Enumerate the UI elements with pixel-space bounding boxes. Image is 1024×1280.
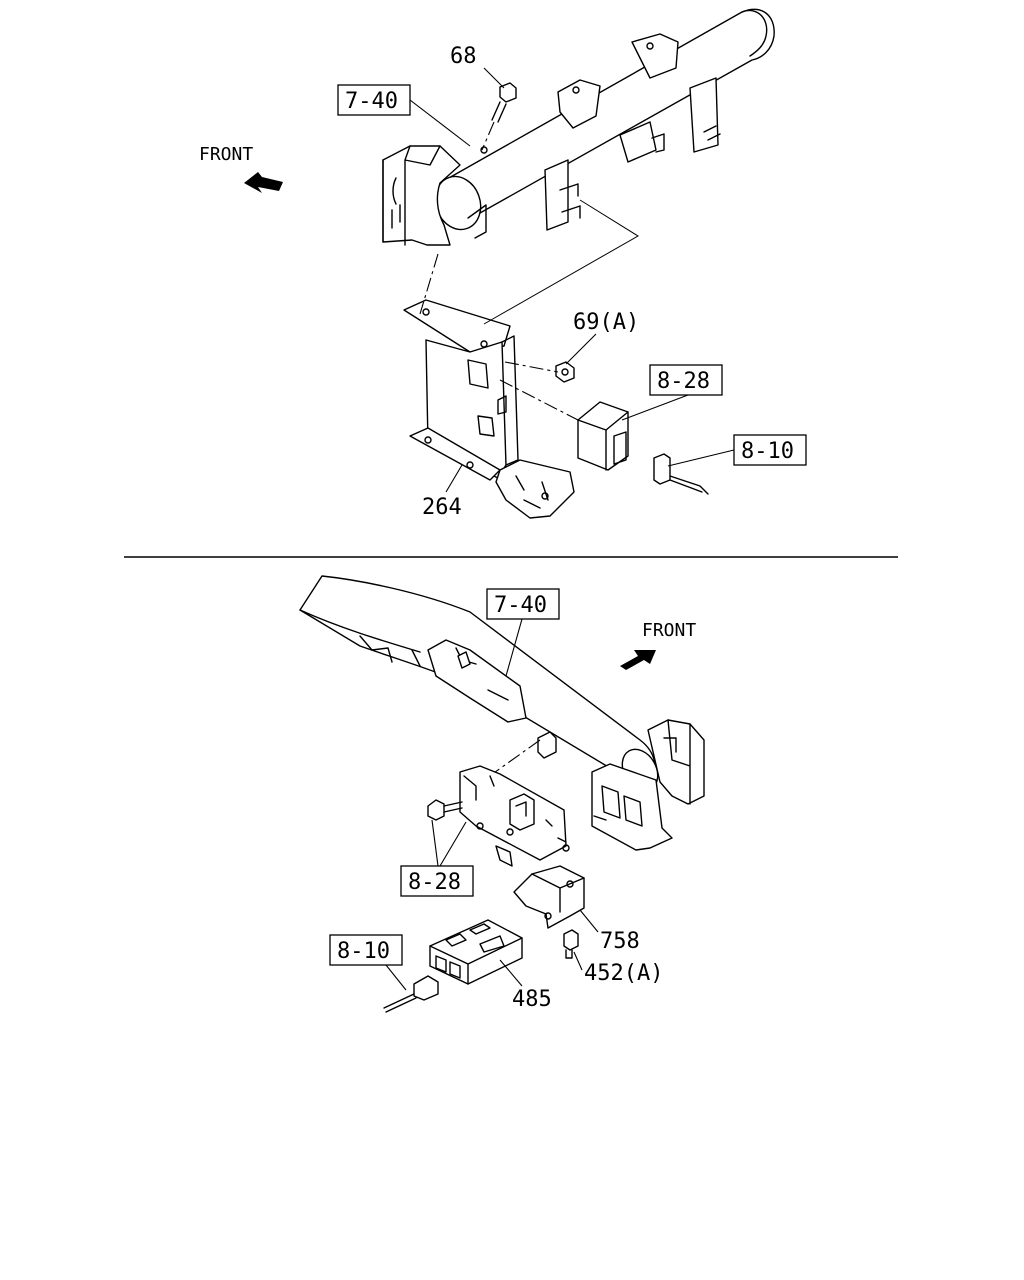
upper-crossmember-tube — [434, 8, 775, 231]
lower-bolt — [427, 799, 463, 821]
lower-module-485 — [429, 919, 523, 985]
upper-front-label: FRONT — [199, 144, 253, 165]
lower-callout-7-40: 7-40 — [494, 593, 547, 618]
upper-diagram: FRONT — [199, 8, 807, 520]
upper-callout-8-10: 8-10 — [741, 439, 794, 464]
upper-ref-box-8-10 — [733, 434, 807, 466]
lower-callout-485: 485 — [512, 987, 552, 1012]
lower-callout-758: 758 — [600, 929, 640, 954]
lower-ref-box-7-40 — [486, 588, 560, 620]
lower-ref-box-8-28 — [400, 865, 474, 897]
lower-diagram: FRONT — [299, 575, 705, 1013]
upper-bolt-68 — [481, 82, 517, 151]
upper-callout-69a: 69(A) — [573, 310, 639, 335]
lower-callout-8-10: 8-10 — [337, 939, 390, 964]
lower-callout-8-28: 8-28 — [408, 870, 461, 895]
lower-front-label: FRONT — [642, 620, 696, 641]
upper-left-end-block — [382, 145, 487, 246]
lower-mounting-bracket — [459, 731, 570, 867]
upper-bracket-264 — [403, 299, 575, 519]
lower-front-arrow-icon — [620, 650, 656, 670]
upper-tube-brackets — [480, 33, 721, 231]
lower-ref-box-8-10 — [329, 934, 403, 966]
upper-harness-connector — [653, 453, 709, 495]
upper-assembly-line-3 — [499, 379, 579, 421]
upper-assembly-line-2 — [504, 361, 559, 373]
upper-callout-68: 68 — [450, 44, 477, 69]
upper-callout-8-28: 8-28 — [657, 369, 710, 394]
lower-screw-452a — [563, 929, 579, 959]
lower-harness-connector — [383, 975, 439, 1013]
lower-cover-758 — [513, 865, 585, 929]
upper-ref-box-8-28 — [649, 364, 723, 396]
lower-callout-452a: 452(A) — [584, 961, 663, 986]
upper-assembly-line-4 — [483, 199, 639, 325]
upper-callout-7-40: 7-40 — [345, 89, 398, 114]
upper-callout-264: 264 — [422, 495, 462, 520]
upper-front-arrow-icon — [244, 172, 283, 193]
upper-assembly-line-1 — [419, 253, 439, 315]
upper-nut-69a — [555, 361, 575, 383]
upper-module-box — [577, 401, 629, 471]
lower-right-end-block — [591, 719, 705, 851]
